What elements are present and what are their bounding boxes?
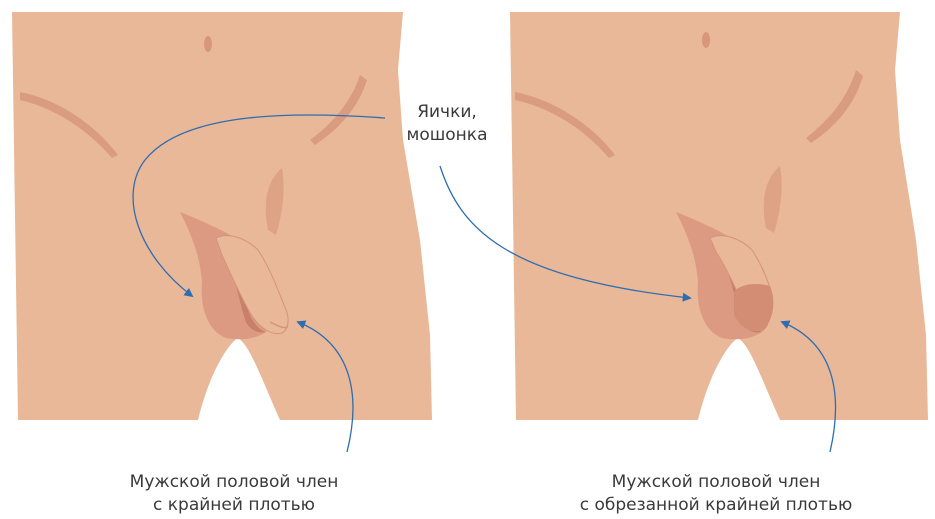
uncircumcised-label-line2: с крайней плотью [104, 494, 364, 517]
uncircumcised-label-line1: Мужской половой член [104, 471, 364, 494]
left-figure-uncircumcised [12, 12, 432, 420]
circumcised-penis-label: Мужской половой член с обрезанной крайне… [556, 471, 876, 517]
left-navel [204, 36, 212, 52]
right-navel [702, 32, 710, 48]
circumcised-label-line2: с обрезанной крайней плотью [556, 494, 876, 517]
uncircumcised-penis-label: Мужской половой член с крайней плотью [104, 471, 364, 517]
circumcised-label-line1: Мужской половой член [556, 471, 876, 494]
testicles-label-line2: мошонка [387, 124, 507, 147]
testicles-label-line1: Яички, [387, 101, 507, 124]
testicles-scrotum-label: Яички, мошонка [387, 101, 507, 147]
right-figure-circumcised [510, 12, 928, 420]
left-torso [12, 12, 432, 420]
right-torso [510, 12, 928, 420]
